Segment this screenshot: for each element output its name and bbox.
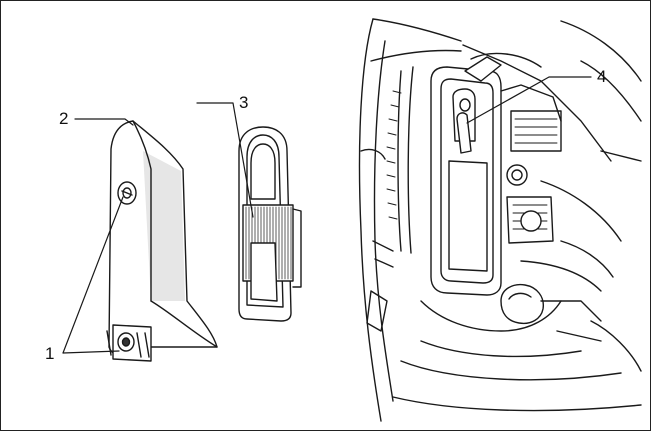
leader-4 bbox=[466, 76, 592, 124]
air-filter-element bbox=[238, 126, 302, 322]
air-filter-cover bbox=[106, 120, 218, 362]
leader-1b bbox=[62, 196, 124, 354]
callout-2: 2 bbox=[59, 109, 69, 128]
leader-lines bbox=[62, 76, 592, 354]
leader-3 bbox=[196, 102, 254, 218]
engine-housing bbox=[358, 18, 642, 422]
callout-4: 4 bbox=[597, 67, 607, 86]
leader-1a bbox=[62, 350, 120, 354]
cover-screw-upper bbox=[117, 181, 137, 205]
leader-2 bbox=[74, 118, 134, 126]
callout-1: 1 bbox=[45, 344, 55, 363]
callout-3: 3 bbox=[239, 93, 249, 112]
cover-latch-lower bbox=[106, 324, 152, 362]
